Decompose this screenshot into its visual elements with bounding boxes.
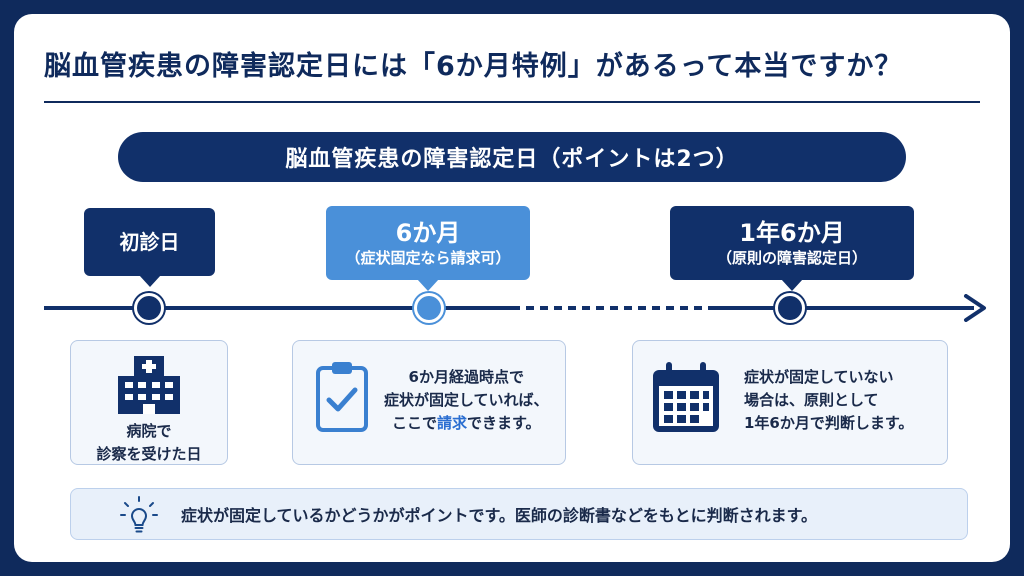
- callout-first-visit: 初診日: [84, 208, 215, 276]
- callout-6-months-title: 6か月: [395, 219, 461, 247]
- box-first-visit-text: 病院で 診察を受けた日: [70, 420, 228, 466]
- box-6-months-line-3-post: できます。: [467, 414, 541, 432]
- section-banner: 脳血管疾患の障害認定日（ポイントは2つ）: [118, 132, 906, 182]
- calendar-icon: [653, 362, 719, 432]
- box-6-months-line-1: 6か月経過時点で: [408, 368, 524, 386]
- clipboard-check-icon: [316, 362, 368, 432]
- timeline-line-solid-right: [712, 306, 974, 310]
- box-first-visit-line-1: 病院で: [126, 422, 172, 440]
- callout-1y6m-subtitle: （原則の障害認定日）: [716, 249, 867, 267]
- timeline-arrow-icon: [964, 294, 986, 322]
- timeline-line-solid-left: [44, 306, 514, 310]
- box-6-months-line-3: ここで請求できます。: [384, 412, 549, 435]
- callout-first-visit-title: 初診日: [119, 230, 180, 254]
- callout-1y6m-title: 1年6か月: [739, 219, 845, 247]
- timeline-line-dotted: [512, 306, 712, 310]
- callout-6-months-subtitle: （症状固定なら請求可）: [345, 249, 511, 267]
- info-box-6-months: [292, 340, 566, 465]
- box-6-months-line-2: 症状が固定していれば、: [384, 391, 549, 409]
- callout-6-months: 6か月 （症状固定なら請求可）: [326, 206, 530, 280]
- tip-box: 症状が固定しているかどうかがポイントです。医師の診断書などをもとに判断されます。: [70, 488, 968, 540]
- main-card: [14, 14, 1010, 562]
- lightbulb-icon: [120, 496, 158, 533]
- highlight-request: 請求: [437, 414, 468, 432]
- tip-text: 症状が固定しているかどうかがポイントです。医師の診断書などをもとに判断されます。: [181, 506, 818, 525]
- timeline-dot-1y6m: [775, 293, 805, 323]
- box-1y6m-line-3: 1年6か月で判断します。: [744, 414, 914, 432]
- box-first-visit-line-2: 診察を受けた日: [96, 445, 202, 463]
- timeline-dot-first-visit: [134, 293, 164, 323]
- title-divider: [44, 101, 980, 103]
- box-1y6m-line-2: 場合は、原則として: [744, 391, 879, 409]
- page-title: 脳血管疾患の障害認定日には「6か月特例」があるって本当ですか？: [44, 51, 903, 82]
- timeline-dot-6-months: [414, 293, 444, 323]
- callout-1y6m: 1年6か月 （原則の障害認定日）: [670, 206, 914, 280]
- box-6-months-line-3-pre: ここで: [392, 414, 438, 432]
- hospital-icon: [118, 356, 180, 414]
- box-1y6m-text: 症状が固定していない 場合は、原則として 1年6か月で判断します。: [744, 366, 913, 435]
- box-6-months-text: 6か月経過時点で 症状が固定していれば、 ここで請求できます。: [384, 366, 549, 435]
- box-1y6m-line-1: 症状が固定していない: [744, 368, 894, 386]
